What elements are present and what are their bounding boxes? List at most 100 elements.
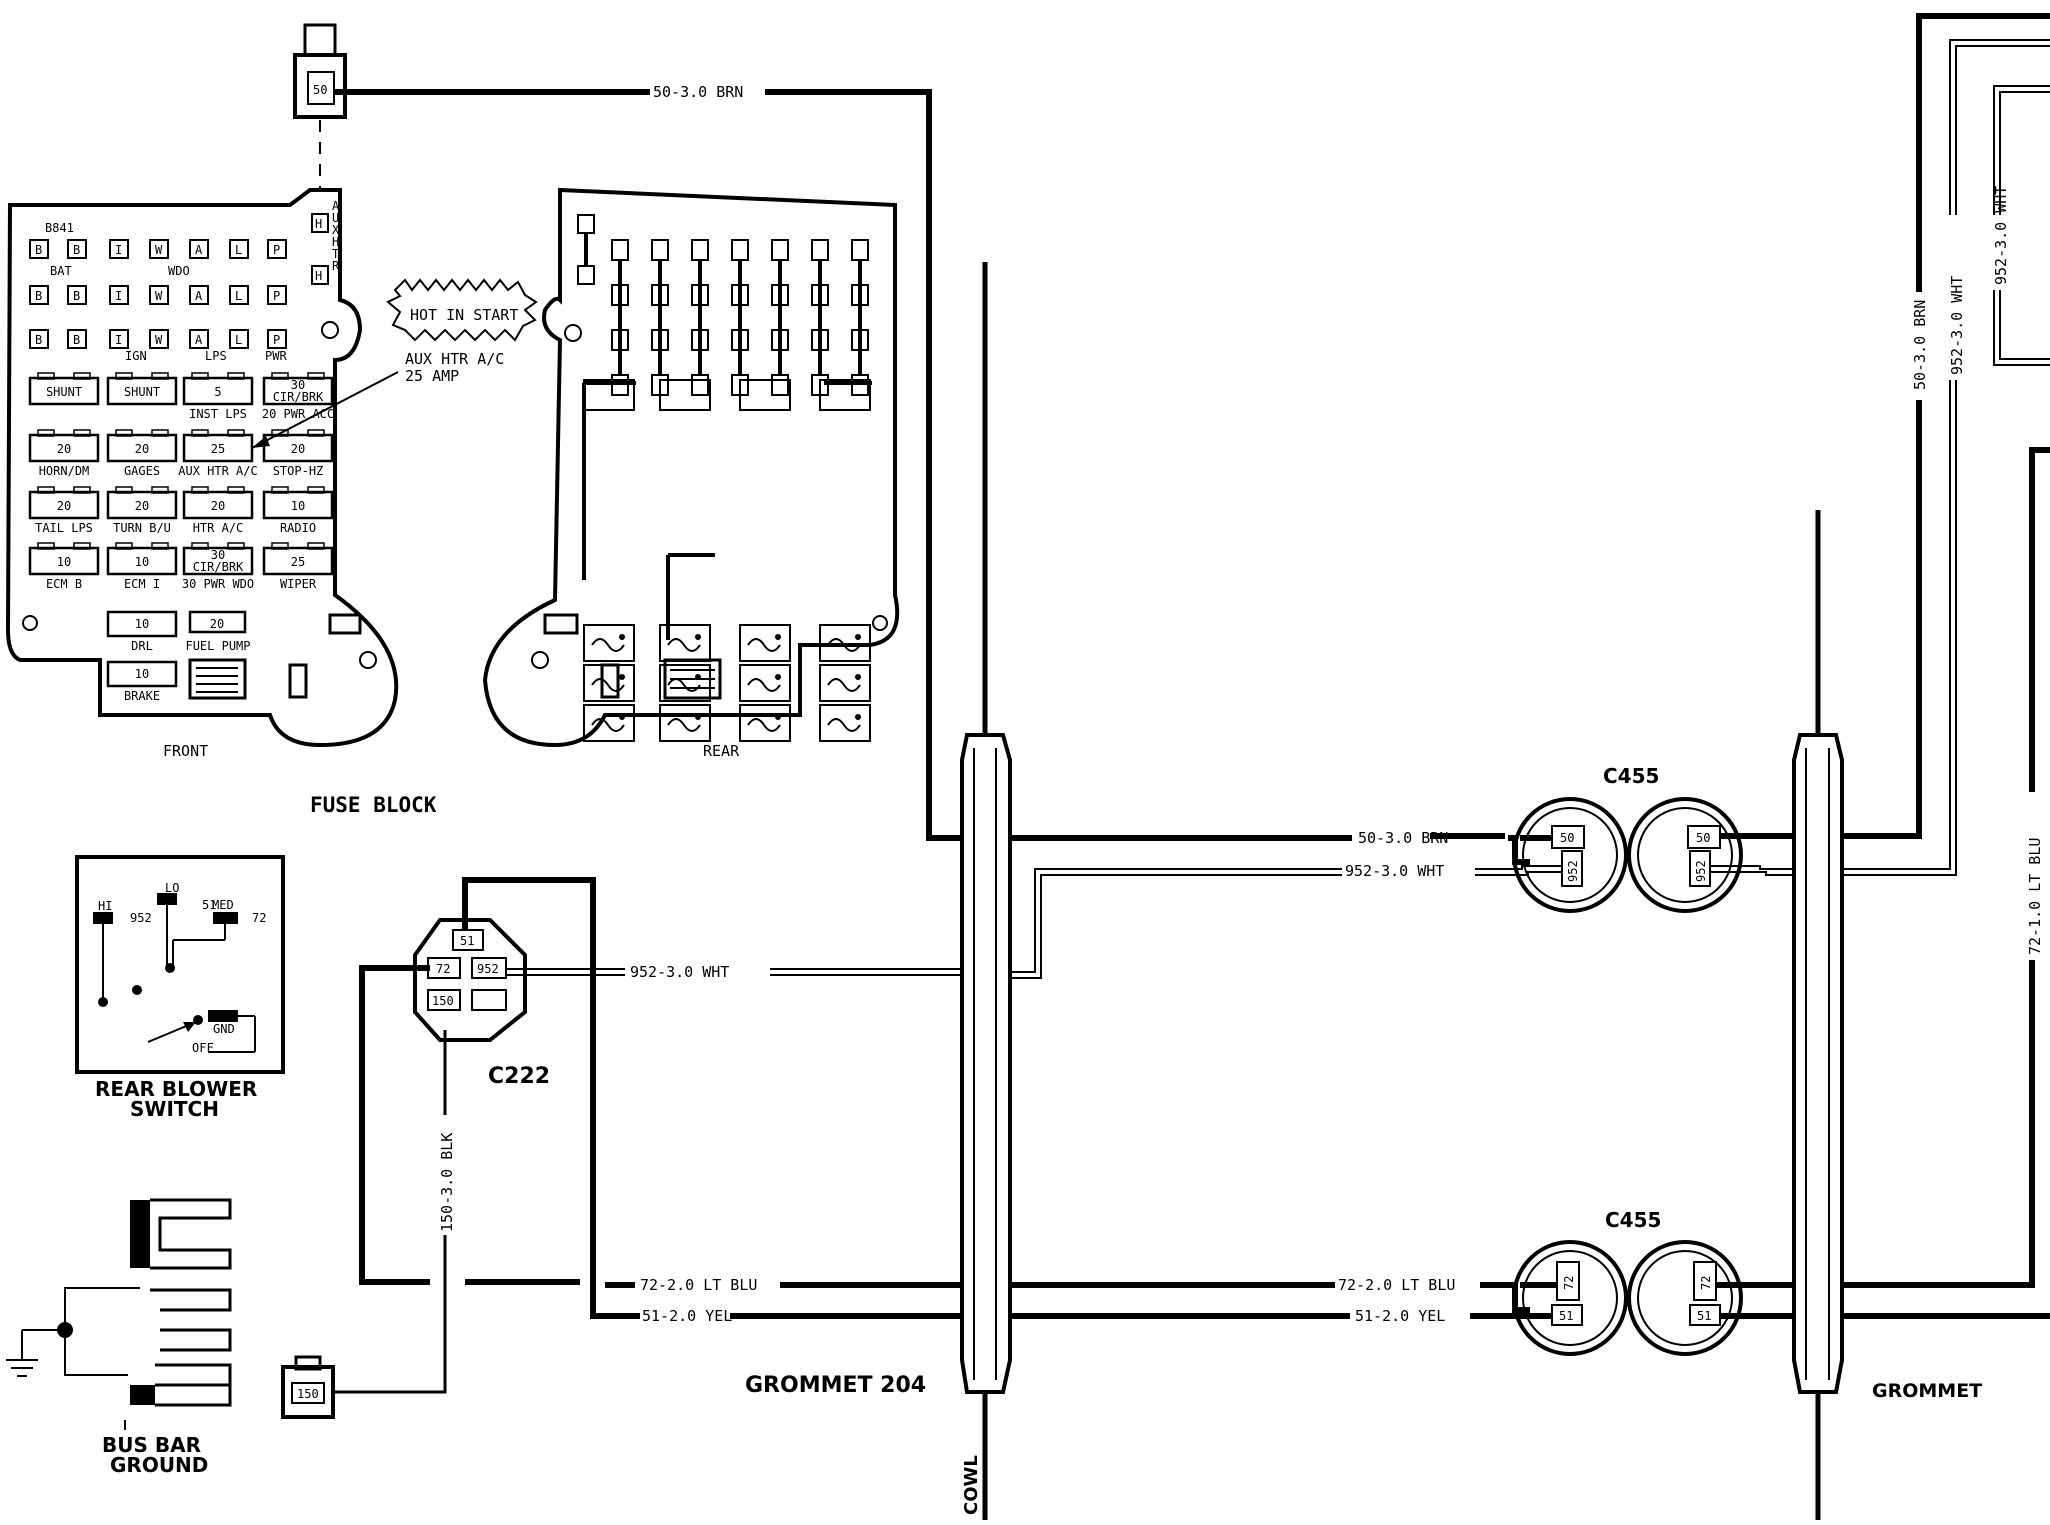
- rear-terminal: [691, 239, 709, 261]
- bus-bar-line1: BUS BAR: [102, 1433, 201, 1457]
- fuse-rating: 20: [57, 442, 71, 456]
- rear-terminal: [651, 239, 669, 261]
- bus-terminal: B: [67, 329, 87, 349]
- bus-letter: L: [235, 243, 242, 257]
- grommet-204: GROMMET 204: [745, 733, 1012, 1398]
- fuse-caption: GAGES: [124, 464, 160, 478]
- bus-letter: A: [195, 333, 203, 347]
- bus-letter: B: [35, 243, 42, 257]
- svg-text:72: 72: [1699, 1276, 1713, 1290]
- rear-terminal: [731, 239, 749, 261]
- cowl-label: COWL: [961, 1455, 982, 1515]
- svg-text:952: 952: [1694, 860, 1708, 882]
- fuse-rating: 25: [291, 555, 305, 569]
- svg-text:150: 150: [297, 1387, 319, 1401]
- wire-labels: 50-3.0 BRN 50-3.0 BRN 952-3.0 WHT 952-3.…: [438, 83, 2044, 1515]
- svg-text:H: H: [315, 269, 322, 283]
- svg-text:LO: LO: [165, 881, 179, 895]
- fuse-rating: 10: [57, 555, 71, 569]
- rear-terminal: [851, 239, 869, 261]
- svg-text:952: 952: [477, 962, 499, 976]
- pwr-label: PWR: [265, 349, 287, 363]
- fuse-caption: WIPER: [280, 577, 317, 591]
- bus-letter: I: [115, 243, 122, 257]
- svg-text:51: 51: [1559, 1309, 1573, 1323]
- bus-terminal: B: [29, 285, 49, 305]
- bus-terminal: P: [267, 329, 287, 349]
- bus-letter: W: [155, 243, 163, 257]
- rear-terminal: [611, 239, 629, 261]
- svg-text:72: 72: [1562, 1276, 1576, 1290]
- bus-terminal: L: [229, 329, 249, 349]
- bus-terminal: W: [149, 285, 169, 305]
- fuse-caption: TAIL LPS: [35, 521, 93, 535]
- fuse-rating: 5: [214, 385, 221, 399]
- wdo-label: WDO: [168, 264, 190, 278]
- fuse-caption: STOP-HZ: [273, 464, 324, 478]
- fuse-caption: RADIO: [280, 521, 316, 535]
- bus-terminal: I: [109, 239, 129, 259]
- fuse-caption: FUEL PUMP: [185, 639, 250, 653]
- svg-text:GND: GND: [213, 1022, 235, 1036]
- fuse-caption: TURN B/U: [113, 521, 171, 535]
- bus-letter: B: [73, 289, 80, 303]
- svg-text:72: 72: [252, 911, 266, 925]
- bus-letter: B: [73, 333, 80, 347]
- bus-letter: L: [235, 289, 242, 303]
- connector-c222: 51 72 952 150 C222: [413, 918, 550, 1089]
- fuse-rating: 10: [135, 555, 149, 569]
- fuse-rating: SHUNT: [124, 385, 160, 399]
- bus-terminal: I: [109, 329, 129, 349]
- fuse-extra: CIR/BRK: [273, 390, 324, 404]
- fuse-cell: SHUNT: [28, 372, 100, 406]
- fuse-rating: 30: [211, 548, 225, 562]
- fuse-rating: 20: [210, 617, 224, 631]
- bus-letter: B: [35, 289, 42, 303]
- fuse-rating: 30: [291, 378, 305, 392]
- fuse-caption: INST LPS: [189, 407, 247, 421]
- bus-bar-line2: GROUND: [110, 1453, 208, 1477]
- fuse-rating: 20: [135, 442, 149, 456]
- switch-title-line1: REAR BLOWER: [95, 1077, 257, 1101]
- fuse-rating: 10: [135, 617, 149, 631]
- ground-plug-150: 150: [281, 1355, 335, 1419]
- c455-top: 50 50 952 952 C455: [1505, 764, 1794, 913]
- svg-text:952: 952: [1566, 860, 1580, 882]
- svg-text:HI: HI: [98, 899, 112, 913]
- rear-terminal: [771, 374, 789, 396]
- bus-terminal: B: [67, 285, 87, 305]
- fuse-rating: 25: [211, 442, 225, 456]
- rear-label: REAR: [703, 742, 740, 760]
- bus-bar-ground: BUS BAR GROUND: [6, 1198, 232, 1477]
- fuse-rating: SHUNT: [46, 385, 82, 399]
- rear-fuse-block: REAR: [482, 187, 900, 760]
- wire-label-yel-mid: 51-2.0 YEL: [1355, 1307, 1445, 1325]
- hot-in-start-callout: HOT IN START AUX HTR A/C 25 AMP: [251, 278, 538, 449]
- busbar-b841-label: B841: [45, 221, 74, 235]
- lps-label: LPS: [205, 349, 227, 363]
- svg-text:50: 50: [1696, 831, 1710, 845]
- wire-label-wht-mid: 952-3.0 WHT: [1345, 862, 1444, 880]
- bus-letter: L: [235, 333, 242, 347]
- fuse-caption: HORN/DM: [39, 464, 90, 478]
- bus-letter: B: [35, 333, 42, 347]
- bus-terminal: B: [29, 329, 49, 349]
- fuse-caption: BRAKE: [124, 689, 160, 703]
- bus-terminal: A: [189, 285, 209, 305]
- rear-terminal: [771, 239, 789, 261]
- bus-letter: B: [73, 243, 80, 257]
- wires: [333, 13, 2050, 1520]
- svg-text:50: 50: [1560, 831, 1574, 845]
